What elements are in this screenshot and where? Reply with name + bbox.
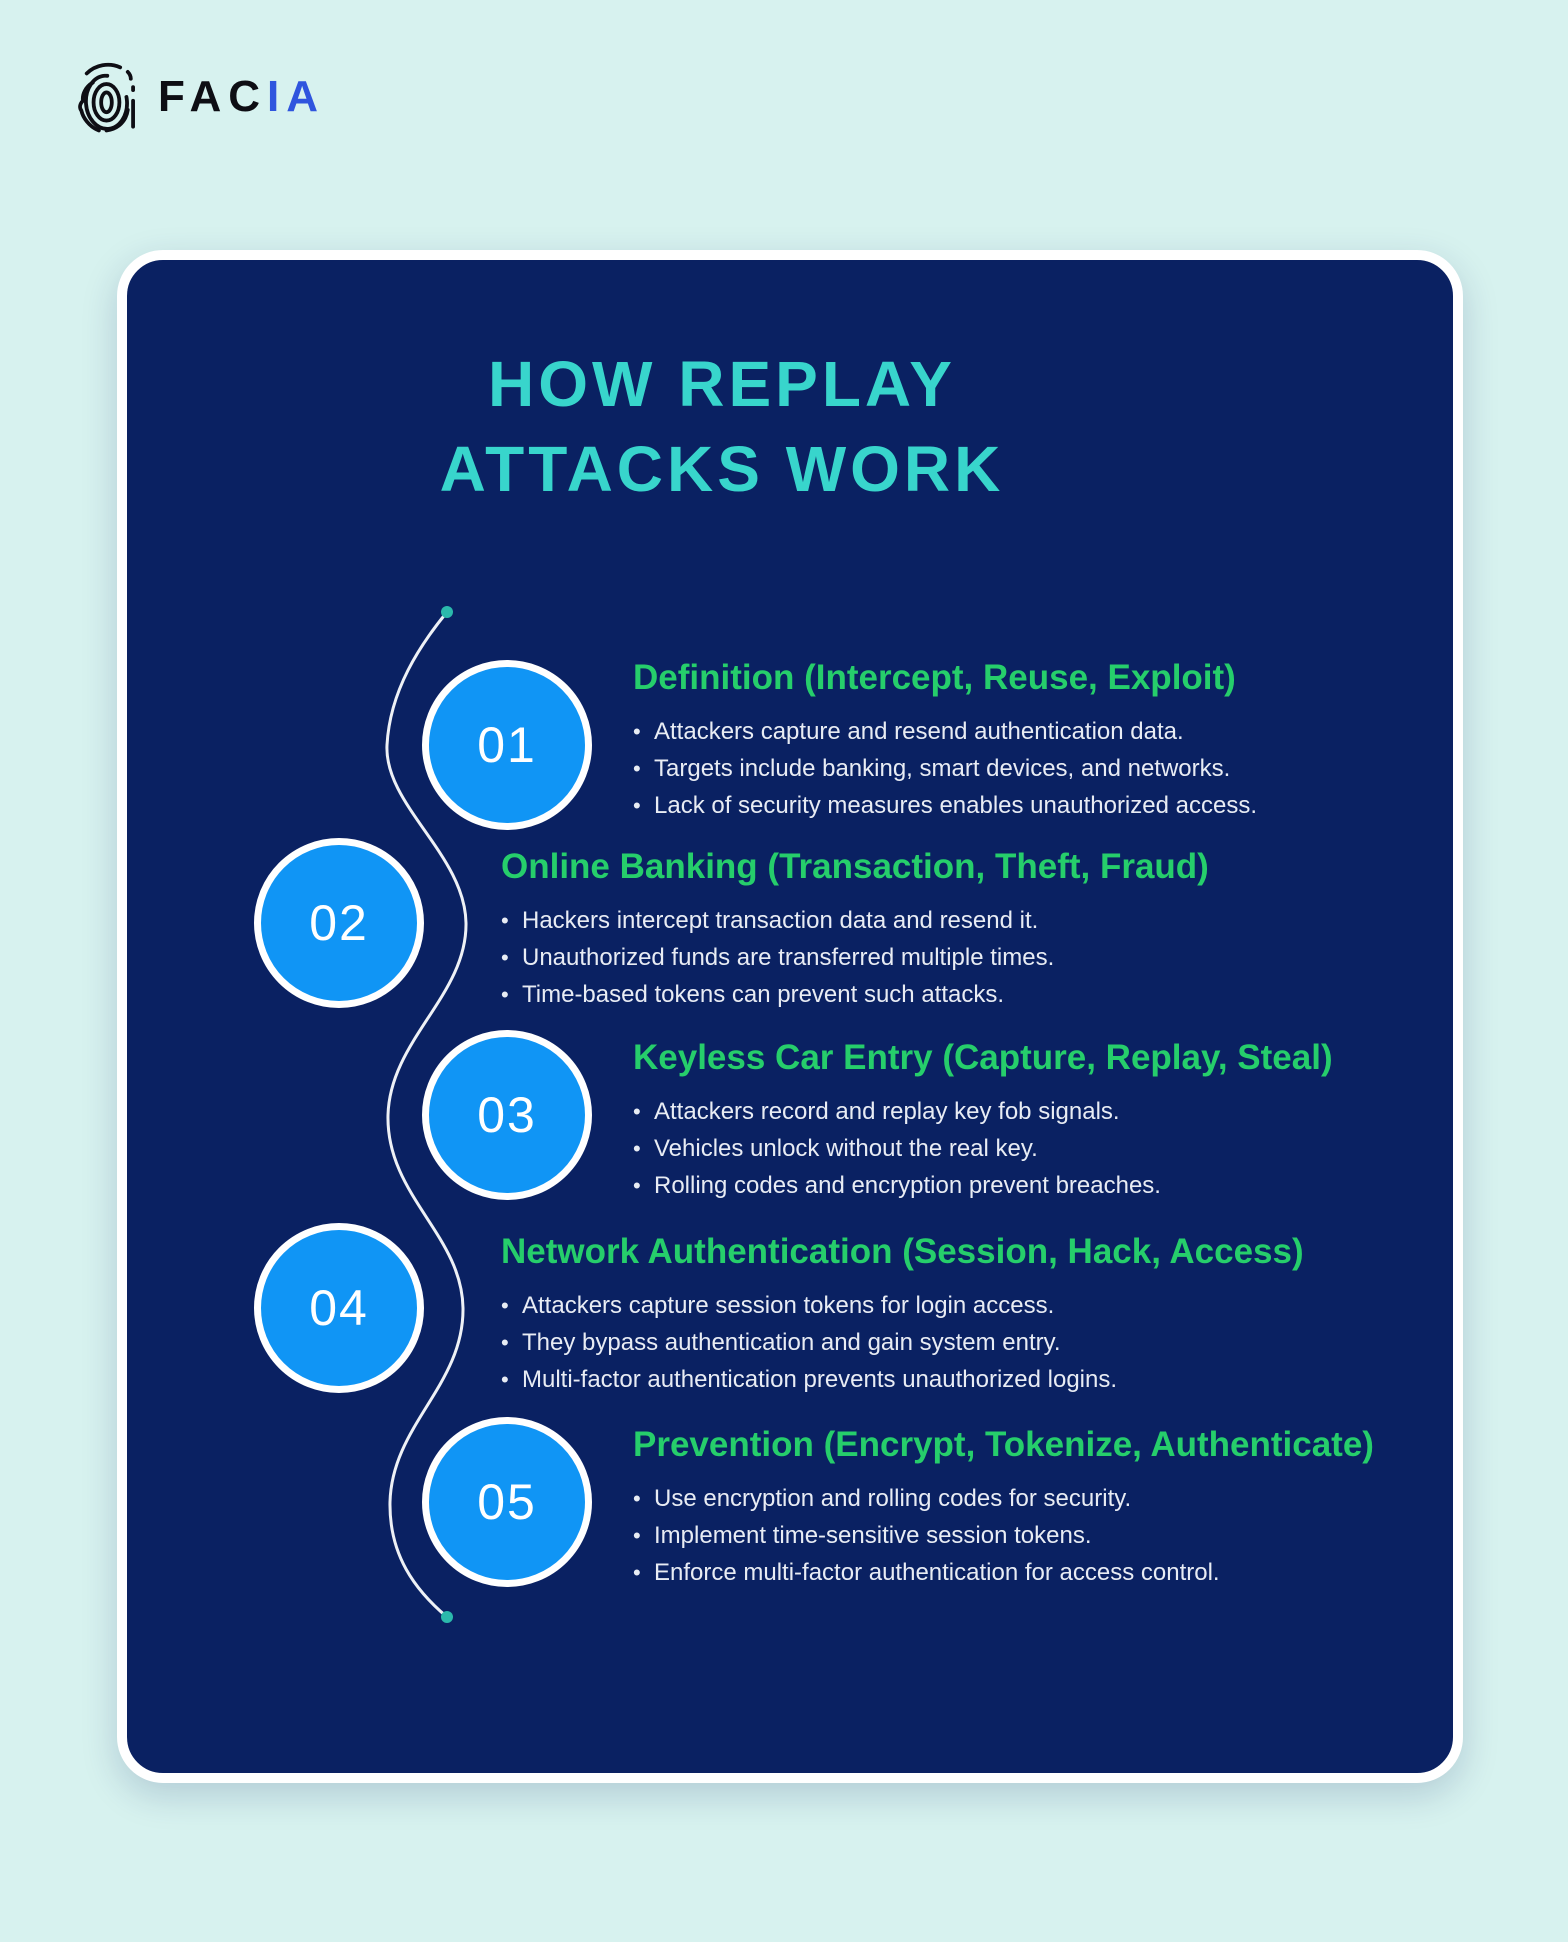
step-section-01: Definition (Intercept, Reuse, Exploit) A…: [633, 656, 1453, 824]
step-bullets-05: Use encryption and rolling codes for sec…: [633, 1480, 1453, 1591]
step-heading-05: Prevention (Encrypt, Tokenize, Authentic…: [633, 1425, 1374, 1464]
brand-name-blue: IA: [267, 72, 325, 121]
step-number-04: 04: [309, 1280, 369, 1336]
step-circle-03: 03: [422, 1030, 592, 1200]
step-circle-01: 01: [422, 660, 592, 830]
step-circle-05: 05: [422, 1417, 592, 1587]
bullet-item: Use encryption and rolling codes for sec…: [633, 1480, 1453, 1517]
step-heading-04: Network Authentication (Session, Hack, A…: [501, 1232, 1304, 1271]
step-circle-02: 02: [254, 838, 424, 1008]
bullet-item: Attackers capture and resend authenticat…: [633, 713, 1453, 750]
step-circle-04: 04: [254, 1223, 424, 1393]
step-heading-02: Online Banking (Transaction, Theft, Frau…: [501, 847, 1209, 886]
page-title: HOW REPLAY ATTACKS WORK: [49, 342, 1395, 512]
bullet-item: Unauthorized funds are transferred multi…: [501, 939, 1321, 976]
bullet-item: Hackers intercept transaction data and r…: [501, 902, 1321, 939]
bullet-item: Attackers capture session tokens for log…: [501, 1287, 1321, 1324]
bullet-item: They bypass authentication and gain syst…: [501, 1324, 1321, 1361]
page-title-line2: ATTACKS WORK: [439, 433, 1005, 505]
step-heading-03: Keyless Car Entry (Capture, Replay, Stea…: [633, 1038, 1333, 1077]
bullet-item: Enforce multi-factor authentication for …: [633, 1554, 1453, 1591]
facia-logo: FACIA: [70, 56, 325, 138]
step-number-01: 01: [477, 717, 537, 773]
bullet-item: Attackers record and replay key fob sign…: [633, 1093, 1453, 1130]
fingerprint-face-icon: [78, 62, 135, 133]
bullet-item: Targets include banking, smart devices, …: [633, 750, 1453, 787]
step-section-02: Online Banking (Transaction, Theft, Frau…: [501, 845, 1321, 1013]
page-title-line1: HOW REPLAY: [488, 348, 956, 420]
step-bullets-03: Attackers record and replay key fob sign…: [633, 1093, 1453, 1204]
bullet-item: Implement time-sensitive session tokens.: [633, 1517, 1453, 1554]
step-number-03: 03: [477, 1087, 537, 1143]
step-bullets-01: Attackers capture and resend authenticat…: [633, 713, 1453, 824]
bullet-item: Vehicles unlock without the real key.: [633, 1130, 1453, 1167]
step-section-04: Network Authentication (Session, Hack, A…: [501, 1230, 1321, 1398]
step-bullets-02: Hackers intercept transaction data and r…: [501, 902, 1321, 1013]
bullet-item: Rolling codes and encryption prevent bre…: [633, 1167, 1453, 1204]
brand-name-black: FAC: [158, 72, 267, 121]
bullet-item: Lack of security measures enables unauth…: [633, 787, 1453, 824]
step-section-05: Prevention (Encrypt, Tokenize, Authentic…: [633, 1423, 1453, 1591]
bullet-item: Time-based tokens can prevent such attac…: [501, 976, 1321, 1013]
step-number-05: 05: [477, 1474, 537, 1530]
step-number-02: 02: [309, 895, 369, 951]
step-heading-01: Definition (Intercept, Reuse, Exploit): [633, 658, 1236, 697]
bullet-item: Multi-factor authentication prevents una…: [501, 1361, 1321, 1398]
brand-name: FACIA: [158, 72, 325, 122]
step-section-03: Keyless Car Entry (Capture, Replay, Stea…: [633, 1036, 1453, 1204]
step-bullets-04: Attackers capture session tokens for log…: [501, 1287, 1321, 1398]
